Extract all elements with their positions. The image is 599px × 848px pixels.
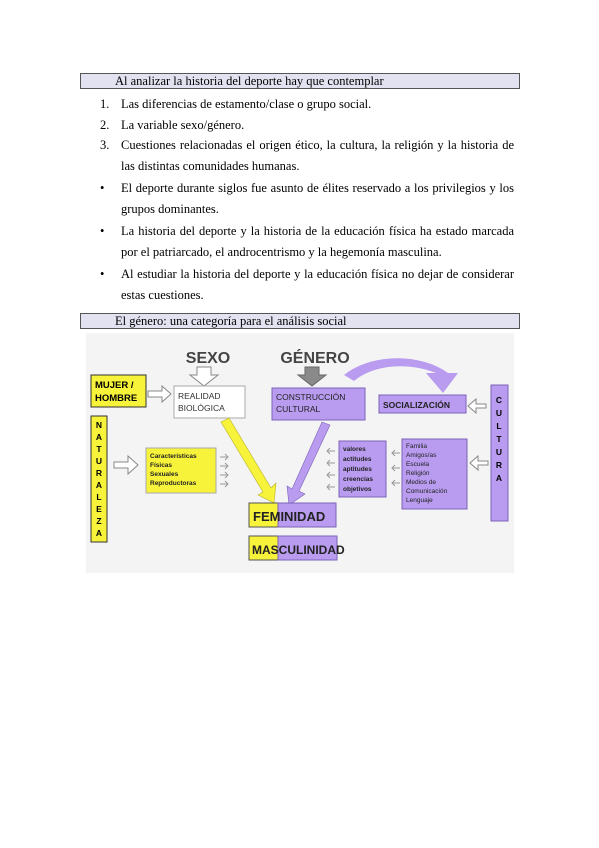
cultura-letter: T xyxy=(496,434,502,444)
naturaleza-letter: A xyxy=(96,528,102,538)
biologica-label: BIOLÓGICA xyxy=(178,403,225,413)
arrow-left-icon xyxy=(326,447,335,455)
valores-line: aptitudes xyxy=(343,466,372,473)
section-header-genero-text: El género: una categoría para el análisi… xyxy=(115,314,347,328)
agentes-line: Escuela xyxy=(406,461,430,468)
caracteristicas-line: Sexuales xyxy=(150,471,179,478)
naturaleza-letter: U xyxy=(96,456,102,466)
feminidad-yellow-part xyxy=(248,502,279,528)
masculinidad-label: MASCULINIDAD xyxy=(252,543,345,557)
caracteristicas-box xyxy=(145,447,217,494)
caracteristicas-line: Reproductoras xyxy=(150,480,197,487)
naturaleza-letter: Z xyxy=(96,516,101,526)
realidad-biologica-box xyxy=(173,385,246,419)
naturaleza-letter: R xyxy=(96,468,102,478)
arrow-left-icon xyxy=(391,464,400,472)
agentes-line: Lenguaje xyxy=(406,497,433,504)
arrow-right-icon xyxy=(220,471,229,479)
cultura-box xyxy=(490,384,509,522)
caracteristicas-line: Características xyxy=(150,453,197,460)
naturaleza-letter: N xyxy=(96,420,102,430)
socializacion-box xyxy=(378,394,467,414)
arrow-left-icon xyxy=(326,471,335,479)
construccion-label: CONSTRUCCIÓN xyxy=(276,392,345,402)
agentes-line: Comunicación xyxy=(406,488,448,495)
valores-box xyxy=(338,440,387,498)
arrow-right-icon xyxy=(220,480,229,488)
socializacion-label: SOCIALIZACIÓN xyxy=(383,399,450,410)
list-item: •La historia del deporte y la historia d… xyxy=(100,224,514,259)
content-list: 1.Las diferencias de estamento/clase o g… xyxy=(100,94,514,305)
list-item: 3.Cuestiones relacionadas el origen étic… xyxy=(100,138,514,173)
feminidad-purple-part xyxy=(277,502,337,528)
arrow-right-icon xyxy=(220,453,229,461)
agentes-line: Familia xyxy=(406,443,427,450)
caracteristicas-line: Físicas xyxy=(150,462,172,469)
naturaleza-box xyxy=(90,415,108,543)
arrow-right-icon xyxy=(220,462,229,470)
cultura-letter: L xyxy=(496,421,501,431)
cultura-letter: C xyxy=(496,395,502,405)
agentes-line: Medios de xyxy=(406,479,436,486)
section-header-genero: El género: una categoría para el análisi… xyxy=(80,313,520,329)
arrow-left-icon xyxy=(391,449,400,457)
sexo-heading: SEXO xyxy=(186,350,230,367)
section-header-historia: Al analizar la historia del deporte hay … xyxy=(80,73,520,89)
cultura-letter: A xyxy=(496,473,502,483)
cultura-letter: R xyxy=(496,460,502,470)
mujer-label: MUJER / xyxy=(95,380,134,391)
valores-line: creencias xyxy=(343,476,373,483)
agentes-line: Religión xyxy=(406,470,430,477)
list-item: 1.Las diferencias de estamento/clase o g… xyxy=(100,97,372,111)
agentes-box xyxy=(401,438,468,510)
valores-line: actitudes xyxy=(343,456,372,463)
list-item: •Al estudiar la historia del deporte y l… xyxy=(100,267,514,302)
construccion-cultural-box xyxy=(271,387,366,421)
naturaleza-letter: T xyxy=(96,444,102,454)
valores-line: objetivos xyxy=(343,486,372,493)
arrow-left-icon xyxy=(469,454,489,472)
genero-heading: GÉNERO xyxy=(280,348,349,367)
down-arrow-genero-icon xyxy=(296,366,328,387)
cultura-letter: U xyxy=(496,408,502,418)
down-arrow-sexo-icon xyxy=(188,366,220,387)
cultural-label: CULTURAL xyxy=(276,404,321,414)
masculinidad-purple-part xyxy=(277,535,338,561)
agentes-line: Amigos/as xyxy=(406,452,437,459)
arrow-diagonal-yellow-icon xyxy=(220,417,277,504)
naturaleza-letter: A xyxy=(96,432,102,442)
cultura-letter: U xyxy=(496,447,502,457)
naturaleza-letter: E xyxy=(96,504,102,514)
arrow-right-icon xyxy=(113,454,139,476)
mujer-hombre-box xyxy=(90,374,147,408)
arrow-left-icon xyxy=(326,483,335,491)
arrow-diagonal-purple-icon xyxy=(286,421,331,506)
naturaleza-letter: A xyxy=(96,480,102,490)
arrow-left-icon xyxy=(467,397,487,415)
socialization-curved-arrow xyxy=(344,358,458,393)
feminidad-label: FEMINIDAD xyxy=(253,509,325,524)
arrow-left-icon xyxy=(326,459,335,467)
naturaleza-letter: L xyxy=(96,492,101,502)
arrow-left-icon xyxy=(391,479,400,487)
realidad-label: REALIDAD xyxy=(178,391,221,401)
list-item: •El deporte durante siglos fue asunto de… xyxy=(100,181,514,216)
list-item: 2.La variable sexo/género. xyxy=(100,117,245,132)
section-header-historia-text: Al analizar la historia del deporte hay … xyxy=(115,74,384,88)
gender-diagram: SEXO GÉNERO MUJER / HOMBRE REALIDAD BIOL… xyxy=(86,333,514,573)
arrow-right-icon xyxy=(147,384,172,404)
valores-line: valores xyxy=(343,446,366,453)
hombre-label: HOMBRE xyxy=(95,393,137,404)
